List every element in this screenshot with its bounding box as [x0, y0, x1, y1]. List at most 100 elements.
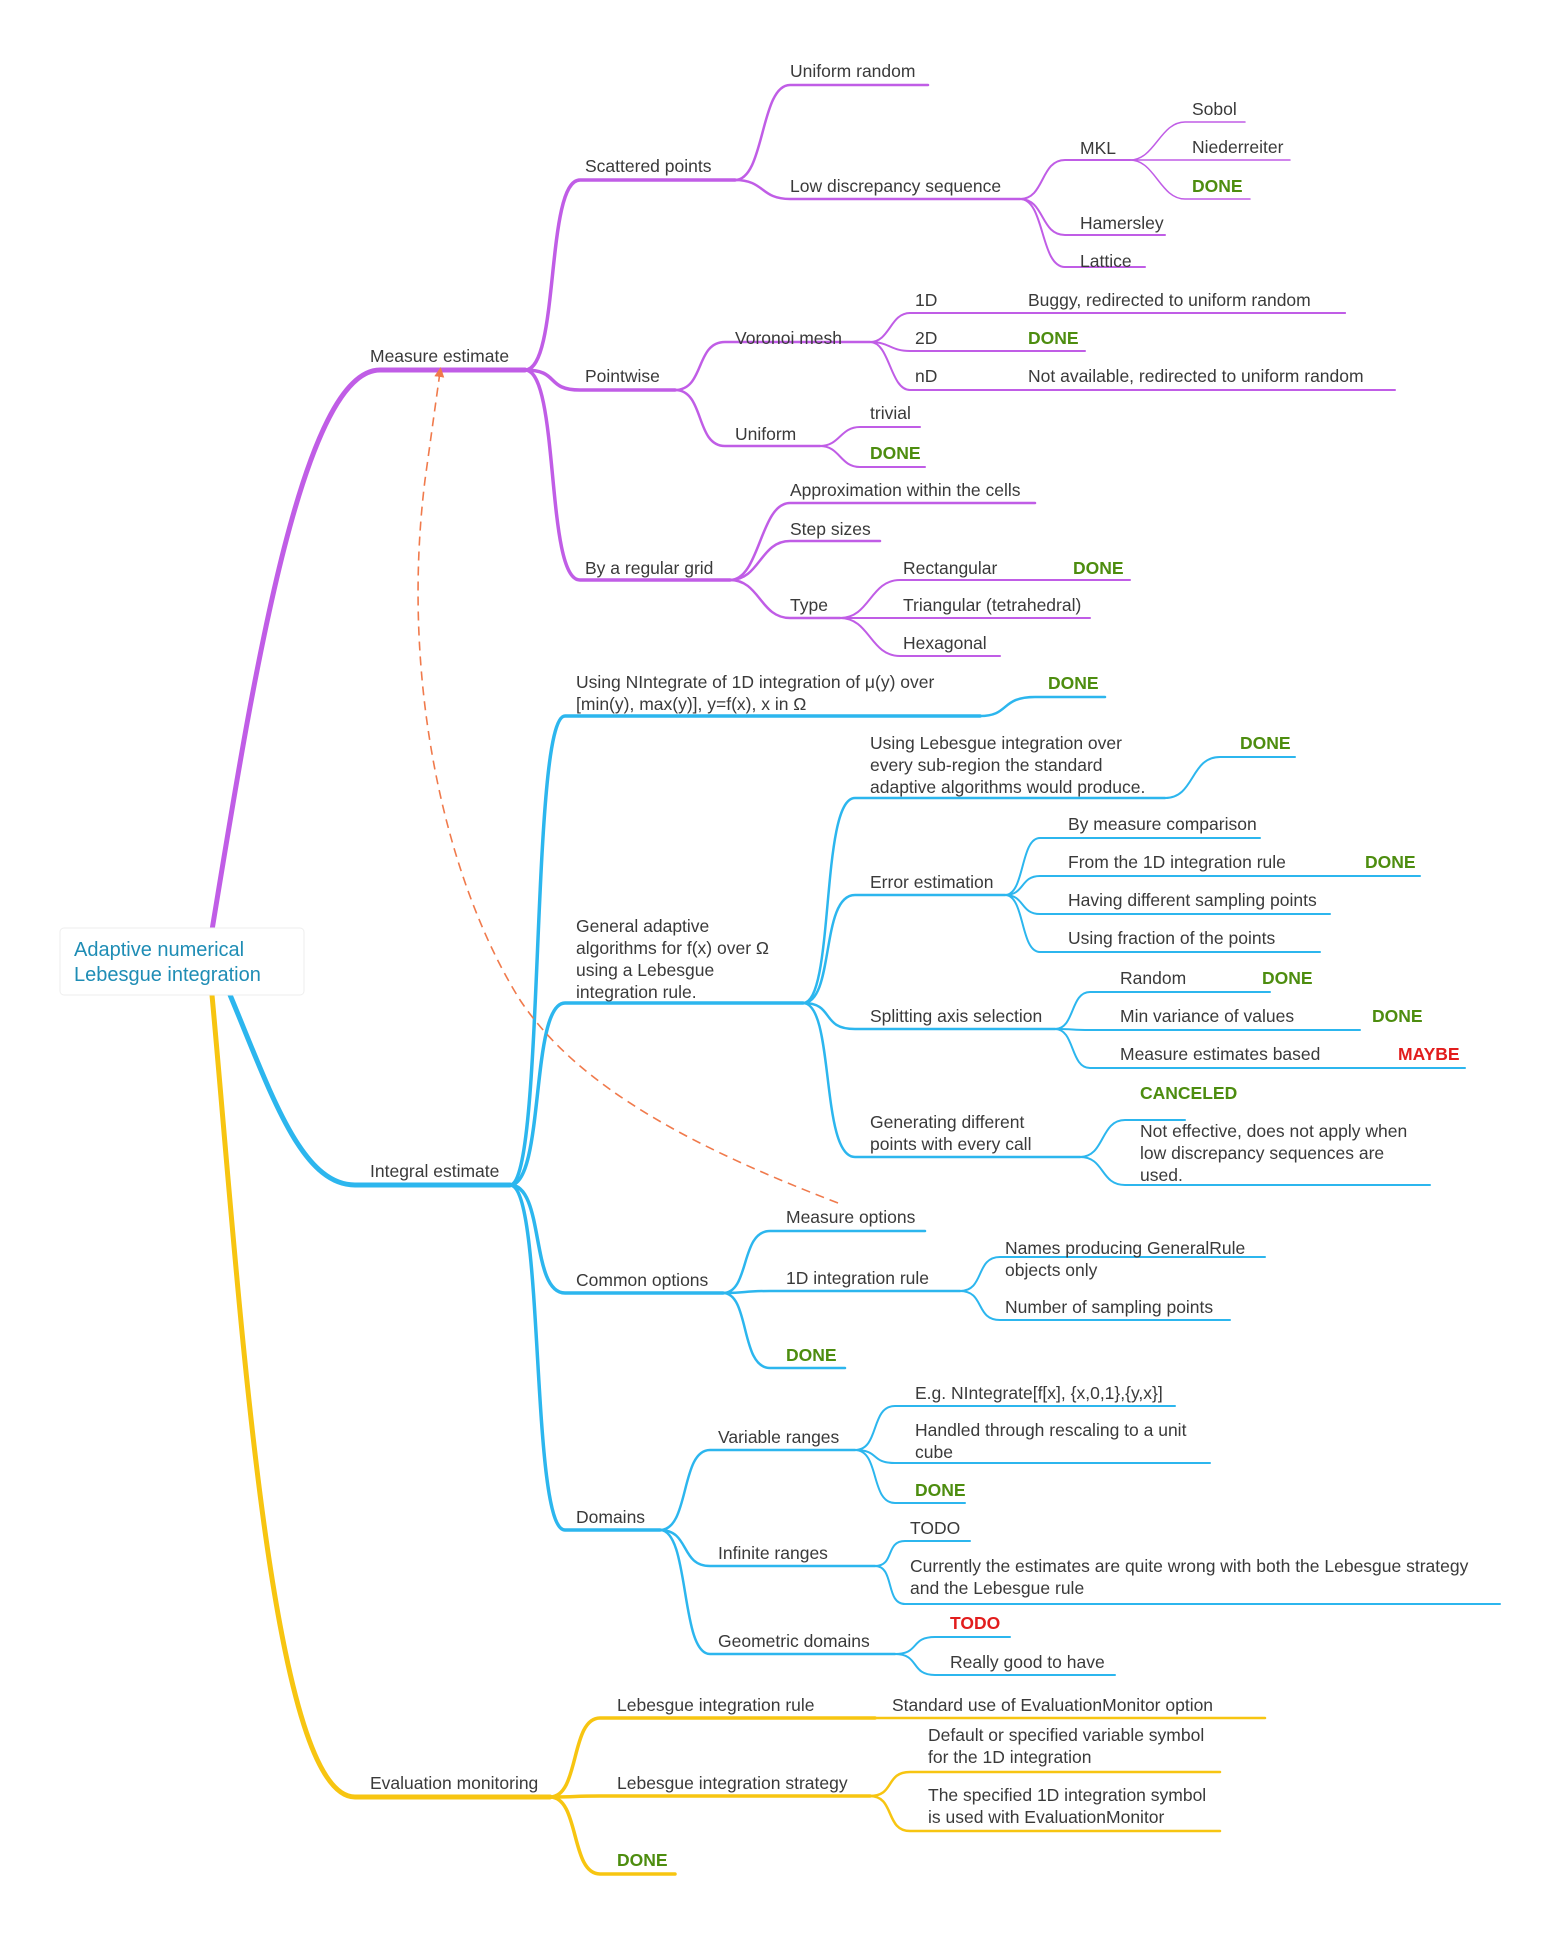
node-currently-wrong-line-1[interactable]: Currently the estimates are quite wrong …	[910, 1556, 1469, 1576]
node-nintegrate-done[interactable]: DONE	[1048, 673, 1099, 693]
integral-estimate-branch: Integral estimate Using NIntegrate of 1D…	[370, 672, 1469, 1672]
node-voronoi-2d-done[interactable]: DONE	[1028, 328, 1079, 348]
node-domains[interactable]: Domains	[576, 1507, 645, 1527]
measure-estimate-branch: Measure estimate Scattered points Unifor…	[370, 61, 1364, 653]
node-type[interactable]: Type	[790, 595, 828, 615]
node-handled-rescaling-line-2[interactable]: cube	[915, 1442, 953, 1462]
node-splitting-axis-selection[interactable]: Splitting axis selection	[870, 1006, 1042, 1026]
node-lebesgue-integration-strategy[interactable]: Lebesgue integration strategy	[617, 1773, 848, 1793]
node-niederreiter[interactable]: Niederreiter	[1192, 137, 1284, 157]
node-uniform-random[interactable]: Uniform random	[790, 61, 915, 81]
node-eg-nintegrate[interactable]: E.g. NIntegrate[f[x], {x,0,1},{y,x}]	[915, 1383, 1163, 1403]
node-evaluation-monitoring-done[interactable]: DONE	[617, 1850, 668, 1870]
node-approximation-cells[interactable]: Approximation within the cells	[790, 480, 1021, 500]
node-general-adaptive-line-3[interactable]: using a Lebesgue	[576, 960, 714, 980]
node-lebesgue-subregion-line-2[interactable]: every sub-region the standard	[870, 755, 1103, 775]
root-topic-line-2: Lebesgue integration	[74, 964, 261, 986]
node-canceled[interactable]: CANCELED	[1140, 1083, 1237, 1103]
node-infinite-ranges[interactable]: Infinite ranges	[718, 1543, 828, 1563]
node-specified-symbol-line-2[interactable]: is used with EvaluationMonitor	[928, 1807, 1165, 1827]
node-pointwise-uniform[interactable]: Uniform	[735, 424, 796, 444]
node-triangular[interactable]: Triangular (tetrahedral)	[903, 595, 1081, 615]
node-sobol[interactable]: Sobol	[1192, 99, 1237, 119]
node-mkl-done[interactable]: DONE	[1192, 176, 1243, 196]
node-names-generalrule-line-2[interactable]: objects only	[1005, 1260, 1098, 1280]
node-evaluation-monitoring[interactable]: Evaluation monitoring	[370, 1773, 538, 1793]
node-geometric-domains-todo[interactable]: TODO	[950, 1613, 1000, 1633]
node-regular-grid[interactable]: By a regular grid	[585, 558, 713, 578]
node-integral-estimate[interactable]: Integral estimate	[370, 1161, 499, 1181]
blue-branch-edges	[225, 695, 1501, 1676]
node-measure-estimate[interactable]: Measure estimate	[370, 346, 509, 366]
node-pointwise[interactable]: Pointwise	[585, 366, 660, 386]
node-currently-wrong-line-2[interactable]: and the Lebesgue rule	[910, 1578, 1084, 1598]
node-generating-different-line-2[interactable]: points with every call	[870, 1134, 1031, 1154]
yellow-branch-edges	[209, 992, 1267, 1876]
node-default-symbol-line-2[interactable]: for the 1D integration	[928, 1747, 1091, 1767]
node-infinite-ranges-todo[interactable]: TODO	[910, 1518, 960, 1538]
node-common-options[interactable]: Common options	[576, 1270, 709, 1290]
node-variable-ranges[interactable]: Variable ranges	[718, 1427, 840, 1447]
node-fraction-of-points[interactable]: Using fraction of the points	[1068, 928, 1275, 948]
node-scattered-points[interactable]: Scattered points	[585, 156, 712, 176]
node-lebesgue-subregion-line-3[interactable]: adaptive algorithms would produce.	[870, 777, 1145, 797]
node-min-variance-done[interactable]: DONE	[1372, 1006, 1423, 1026]
node-measure-estimates-based[interactable]: Measure estimates based	[1120, 1044, 1320, 1064]
node-pointwise-uniform-done[interactable]: DONE	[870, 443, 921, 463]
node-hamersley[interactable]: Hamersley	[1080, 213, 1164, 233]
node-number-sampling-points[interactable]: Number of sampling points	[1005, 1297, 1213, 1317]
node-standard-use[interactable]: Standard use of EvaluationMonitor option	[892, 1695, 1213, 1715]
node-different-sampling-points[interactable]: Having different sampling points	[1068, 890, 1317, 910]
node-random-done[interactable]: DONE	[1262, 968, 1313, 988]
node-general-adaptive-line-4[interactable]: integration rule.	[576, 982, 697, 1002]
node-names-generalrule-line-1[interactable]: Names producing GeneralRule	[1005, 1238, 1245, 1258]
node-voronoi-mesh[interactable]: Voronoi mesh	[735, 328, 842, 348]
node-not-effective-line-3[interactable]: used.	[1140, 1165, 1183, 1185]
node-geometric-domains[interactable]: Geometric domains	[718, 1631, 870, 1651]
node-voronoi-nd[interactable]: nD	[915, 366, 937, 386]
node-error-estimation[interactable]: Error estimation	[870, 872, 994, 892]
node-nintegrate-line-1[interactable]: Using NIntegrate of 1D integration of μ(…	[576, 672, 934, 692]
root-topic[interactable]: Adaptive numerical Lebesgue integration	[59, 927, 305, 996]
node-hexagonal[interactable]: Hexagonal	[903, 633, 987, 653]
node-step-sizes[interactable]: Step sizes	[790, 519, 871, 539]
node-1d-integration-rule[interactable]: 1D integration rule	[786, 1268, 929, 1288]
node-handled-rescaling-line-1[interactable]: Handled through rescaling to a unit	[915, 1420, 1187, 1440]
node-rectangular[interactable]: Rectangular	[903, 558, 998, 578]
node-voronoi-2d[interactable]: 2D	[915, 328, 937, 348]
purple-branch-edges	[209, 83, 1396, 933]
node-voronoi-1d[interactable]: 1D	[915, 290, 937, 310]
relationship-arrow[interactable]	[417, 367, 839, 1204]
node-default-symbol-line-1[interactable]: Default or specified variable symbol	[928, 1725, 1204, 1745]
node-lebesgue-subregion-done[interactable]: DONE	[1240, 733, 1291, 753]
node-from-1d-rule[interactable]: From the 1D integration rule	[1068, 852, 1286, 872]
node-nintegrate-line-2[interactable]: [min(y), max(y)], y=f(x), x in Ω	[576, 694, 806, 714]
node-not-effective-line-1[interactable]: Not effective, does not apply when	[1140, 1121, 1407, 1141]
node-measure-estimates-maybe[interactable]: MAYBE	[1398, 1044, 1460, 1064]
root-topic-box	[59, 927, 305, 996]
node-mkl[interactable]: MKL	[1080, 138, 1116, 158]
node-lebesgue-subregion-line-1[interactable]: Using Lebesgue integration over	[870, 733, 1122, 753]
node-voronoi-1d-note[interactable]: Buggy, redirected to uniform random	[1028, 290, 1311, 310]
node-common-options-done[interactable]: DONE	[786, 1345, 837, 1365]
node-lattice[interactable]: Lattice	[1080, 251, 1132, 271]
node-by-measure-comparison[interactable]: By measure comparison	[1068, 814, 1257, 834]
node-general-adaptive-line-1[interactable]: General adaptive	[576, 916, 709, 936]
node-really-good-to-have[interactable]: Really good to have	[950, 1652, 1105, 1672]
node-generating-different-line-1[interactable]: Generating different	[870, 1112, 1025, 1132]
node-voronoi-nd-note[interactable]: Not available, redirected to uniform ran…	[1028, 366, 1364, 386]
node-trivial[interactable]: trivial	[870, 403, 911, 423]
node-min-variance[interactable]: Min variance of values	[1120, 1006, 1294, 1026]
node-general-adaptive-line-2[interactable]: algorithms for f(x) over Ω	[576, 938, 769, 958]
node-variable-ranges-done[interactable]: DONE	[915, 1480, 966, 1500]
node-random[interactable]: Random	[1120, 968, 1186, 988]
node-lebesgue-integration-rule[interactable]: Lebesgue integration rule	[617, 1695, 815, 1715]
evaluation-monitoring-branch: Evaluation monitoring Lebesgue integrati…	[370, 1695, 1213, 1870]
node-not-effective-line-2[interactable]: low discrepancy sequences are	[1140, 1143, 1384, 1163]
node-measure-options[interactable]: Measure options	[786, 1207, 916, 1227]
node-specified-symbol-line-1[interactable]: The specified 1D integration symbol	[928, 1785, 1206, 1805]
node-rectangular-done[interactable]: DONE	[1073, 558, 1124, 578]
node-from-1d-rule-done[interactable]: DONE	[1365, 852, 1416, 872]
node-low-discrepancy-sequence[interactable]: Low discrepancy sequence	[790, 176, 1001, 196]
